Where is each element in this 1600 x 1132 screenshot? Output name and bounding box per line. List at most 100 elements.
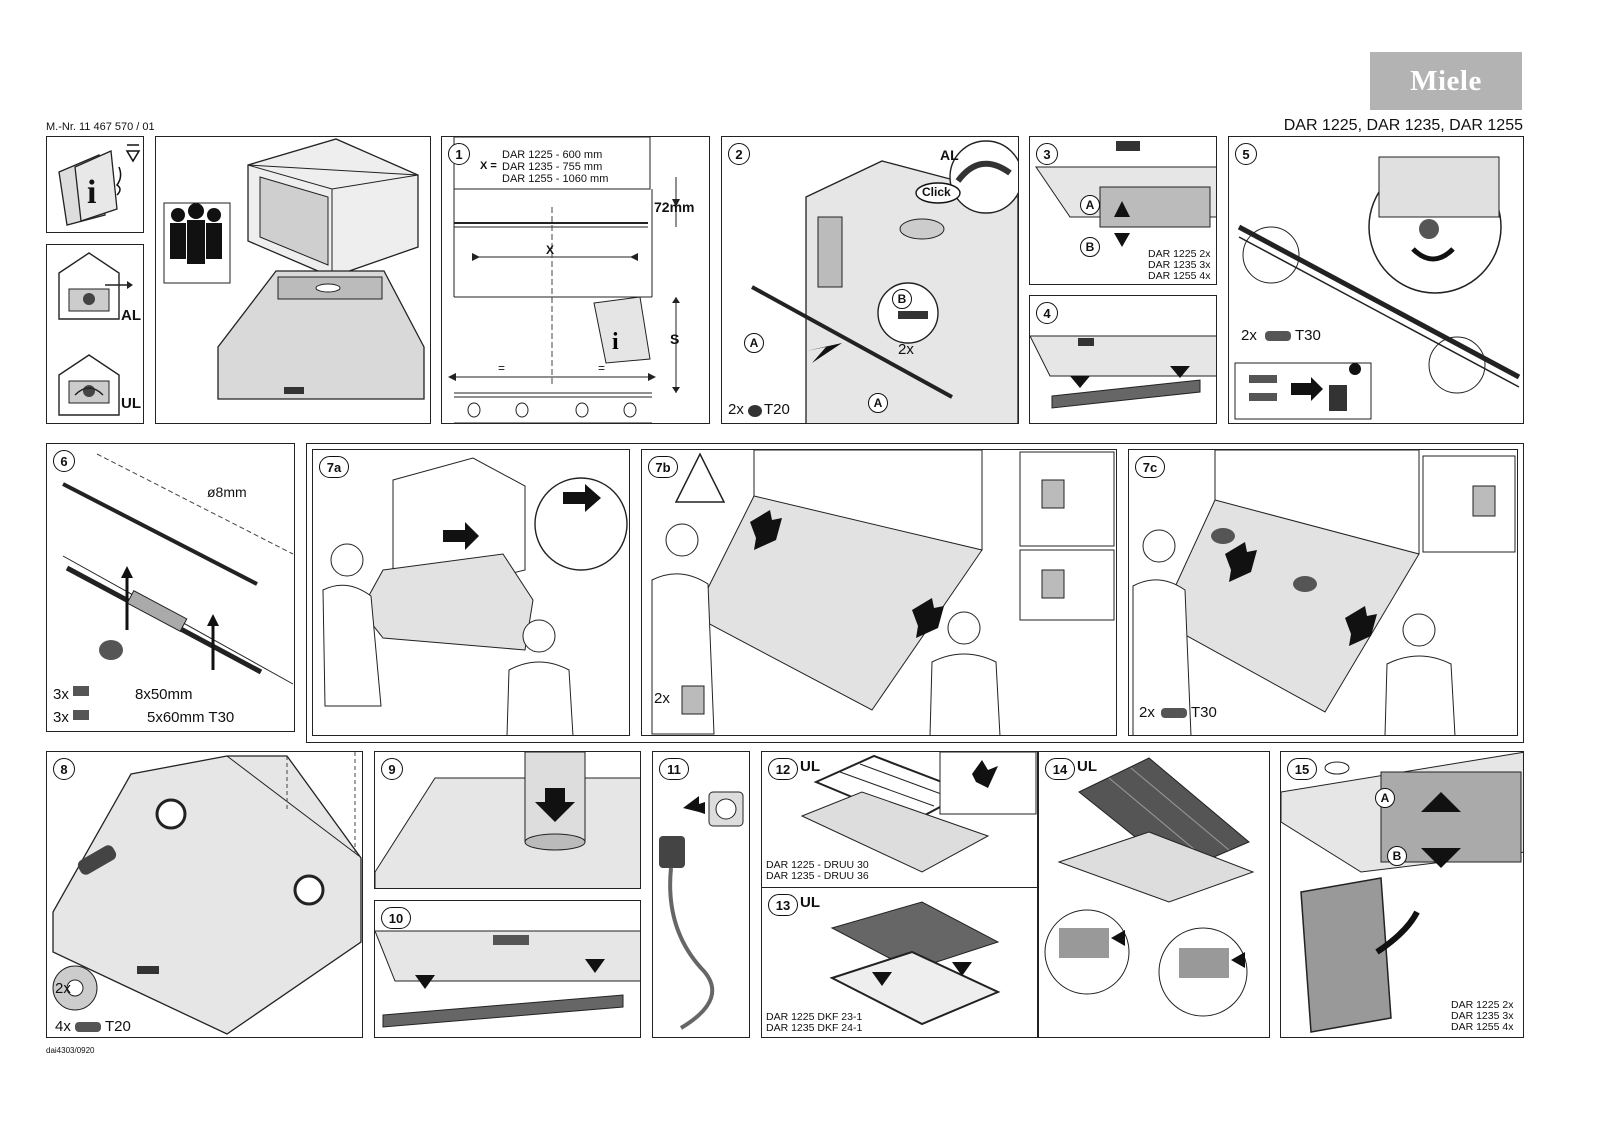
step-number: 8 [53,758,75,780]
refit-grease-filter-drawing [1281,752,1523,1033]
attach-duct-rings-drawing [52,752,362,1035]
document-number: M.-Nr. 11 467 570 / 01 [46,121,155,133]
screw-qty: 3x [53,709,69,726]
step-9-panel: 9 [374,751,641,889]
svg-text:i: i [612,329,619,355]
equal-left: = [498,361,506,375]
plug-qty: 3x [53,686,69,703]
step-12-panel: 12 UL DAR 1225 - DRUU 30 DAR 1235 - DRUU… [761,751,1038,888]
people-icon [163,202,231,284]
accessory-model: DAR 1225 DKF 23-1 [766,1011,863,1023]
accessory-models: DAR 1225 - DRUU 30 DAR 1235 - DRUU 36 [766,860,869,882]
step-number: 14 [1045,758,1075,780]
step-number: 3 [1036,143,1058,165]
filter-count: DAR 1235 3x [1451,1010,1514,1022]
house-hood-icons [58,252,133,416]
accessory-model: DAR 1225 - DRUU 30 [766,859,869,871]
click-label: Click [922,185,951,199]
callout-b: B [1080,237,1100,257]
variant-panel: AL UL [46,244,144,424]
filter-count: DAR 1255 4x [1451,1021,1514,1033]
hood-overview-illustration [163,138,425,400]
mounting-dimension-drawing: i [448,137,680,423]
step-1-panel: 1 X = DAR 1225 - 600 mm DAR 1235 - 755 m… [441,136,710,424]
overview-panel [155,136,431,424]
step-7c-panel: 7c 2x T30 [1128,449,1518,736]
remove-mounting-rail-drawing [751,140,1018,423]
ul-label: UL [121,395,141,412]
step-number: 1 [448,143,470,165]
hang-hood-drawing [651,450,1115,735]
plug-size: 8x50mm [135,686,193,703]
screw-icon [748,405,762,417]
callout-a-right: A [868,393,888,413]
brand-logo: Miele [1370,52,1522,110]
callout-b: B [892,289,912,309]
width-table: DAR 1225 - 600 mm DAR 1235 - 755 mm DAR … [502,149,608,185]
step-13-panel: 13 UL DAR 1225 DKF 23-1 DAR 1235 DKF 24-… [761,887,1038,1038]
step-number: 4 [1036,302,1058,324]
size-row: DAR 1255 - 1060 mm [502,173,609,185]
callout-a-left: A [744,333,764,353]
dim-72mm: 72mm [654,199,695,215]
tool-t20: T20 [105,1018,131,1035]
x-equals-label: X = [480,160,497,172]
step-8-panel: 8 2x 4x T20 [46,751,363,1038]
accessory-model: DAR 1235 - DRUU 36 [766,870,869,882]
step-number: 9 [381,758,403,780]
filter-count: DAR 1235 3x [1148,259,1211,271]
screw-icon [75,1022,101,1032]
model-list: DAR 1225, DAR 1235, DAR 1255 [1283,117,1523,134]
step-number: 15 [1287,758,1317,780]
step-7b-panel: 7b 2x [641,449,1117,736]
callout-a: A [1375,788,1395,808]
filter-count-list: DAR 1225 2x DAR 1235 3x DAR 1255 4x [1148,249,1210,282]
callout-b: B [1387,846,1407,866]
step-number: 7a [319,456,349,478]
step-7-group [306,443,1524,743]
filter-count-list: DAR 1225 2x DAR 1235 3x DAR 1255 4x [1451,1000,1513,1033]
equal-right: = [598,361,606,375]
size-row: DAR 1225 - 600 mm [502,149,603,161]
lift-hood-drawing [322,457,628,735]
svg-text:i: i [87,174,96,211]
step-3-panel: 3 A B DAR 1225 2x DAR 1235 3x DAR 1255 4… [1029,136,1217,285]
step-11-panel: 11 [652,751,750,1038]
connect-duct-drawing [375,752,640,888]
step-number: 10 [381,907,411,929]
remove-trim-strip-drawing [1030,335,1216,409]
manual-info-icon: i [58,144,141,226]
ul-tag: UL [800,758,820,775]
dim-s: S [670,331,680,347]
fit-filter-cassette-drawing [1044,757,1255,1017]
read-instructions-panel: i [46,136,144,233]
callout-a: A [1080,195,1100,215]
step-10-panel: 10 [374,900,641,1038]
tool-t30: T30 [1191,704,1217,721]
refit-trim-strip-drawing [375,930,640,1028]
footer-code: dai4303/0920 [46,1046,95,1055]
accessory-model: DAR 1235 DKF 24-1 [766,1022,863,1034]
brand-logo-text: Miele [1410,64,1482,97]
step-number: 7c [1135,456,1165,478]
step-6-panel: 6 ø8mm 3x 8x50mm 3x 5x60mm T30 [46,443,295,732]
al-label: AL [121,307,141,324]
al-label: AL [940,147,959,163]
step-number: 5 [1235,143,1257,165]
tool-t30: T30 [1295,327,1321,344]
filter-count: DAR 1225 2x [1451,999,1514,1011]
insert-charcoal-filter-drawing [829,901,1001,1026]
step-15-panel: 15 A B DAR 1225 2x DAR 1235 3x DAR 1255 … [1280,751,1524,1038]
tool-t20: T20 [764,401,790,418]
ring-qty: 2x [55,980,71,997]
step-number: 12 [768,758,798,780]
screw-count: 2x [898,341,914,358]
drill-diameter: ø8mm [207,484,247,500]
install-filter-frame-drawing [800,752,1037,873]
screw-qty: 4x [55,1018,71,1035]
filter-count: DAR 1255 4x [1148,270,1211,282]
filter-count: DAR 1225 2x [1148,248,1211,260]
step-14-panel: 14 UL [1038,751,1270,1038]
dim-x: X [546,243,555,257]
step-7a-panel: 7a [312,449,630,736]
